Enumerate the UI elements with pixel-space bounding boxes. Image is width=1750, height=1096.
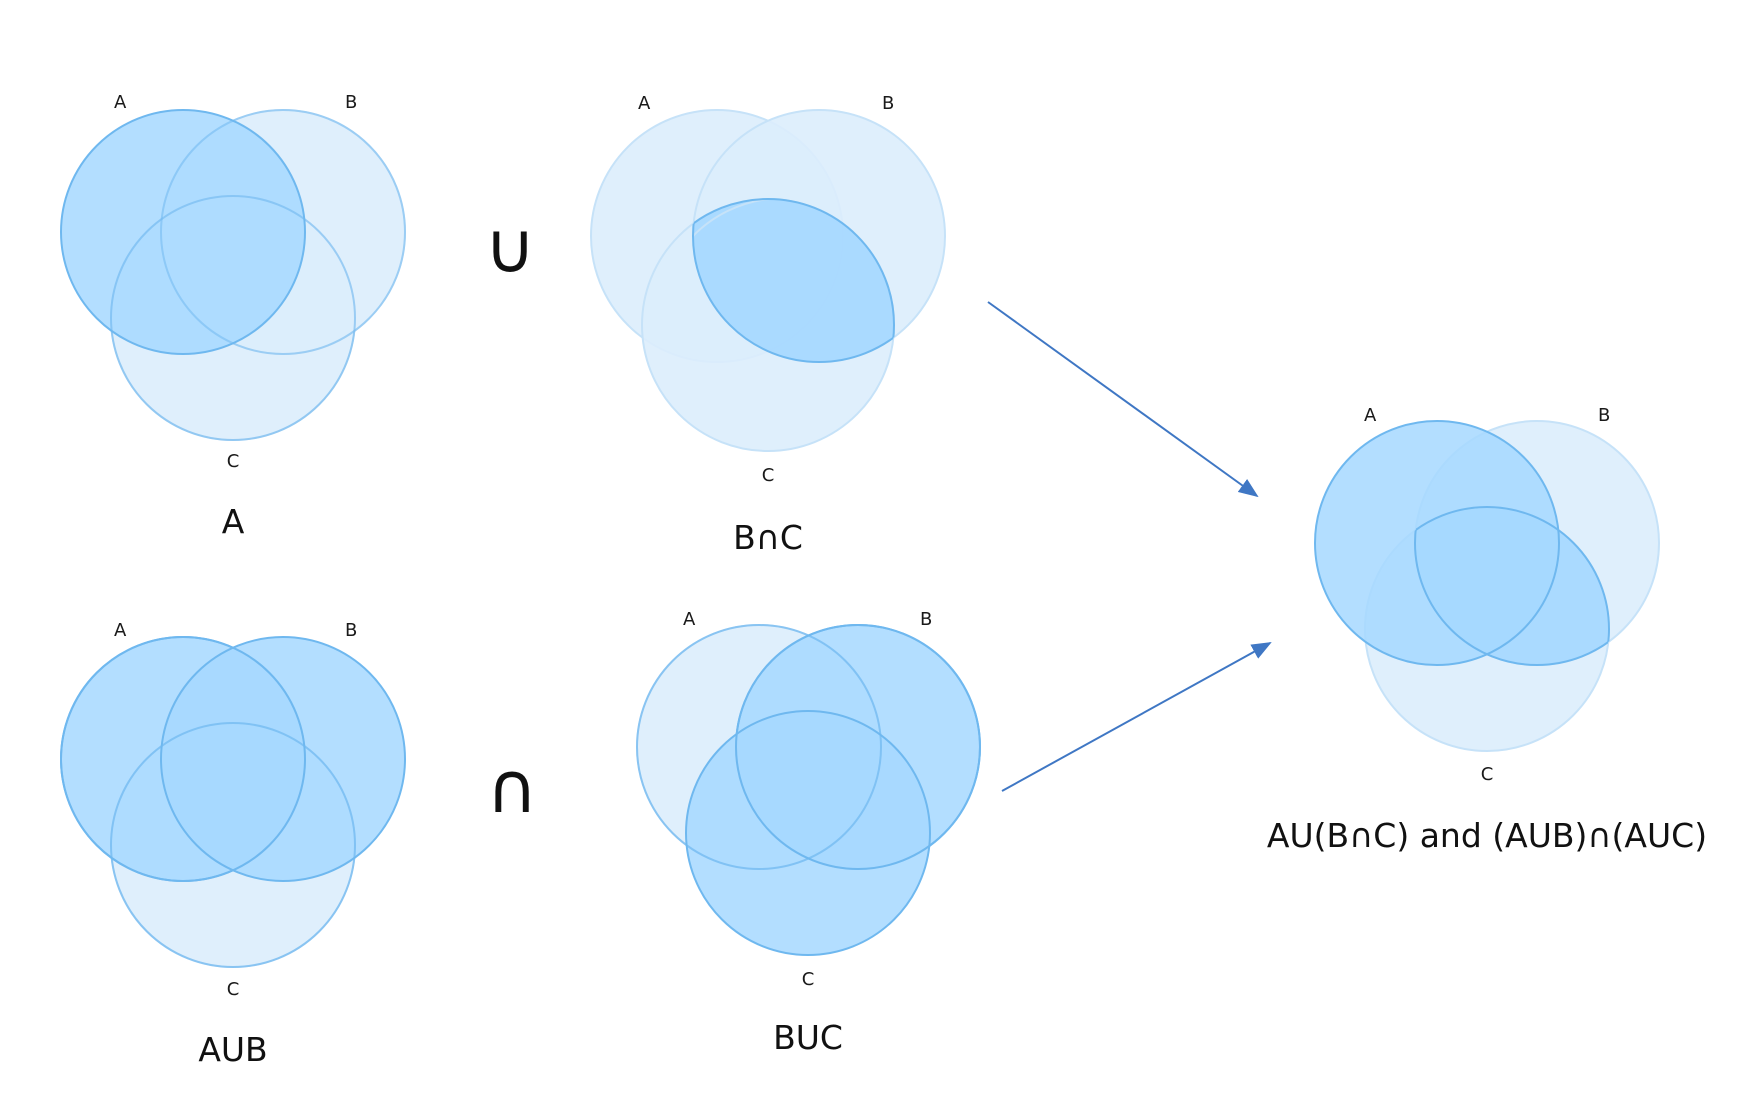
venn-diagram-b-intersect-c: A B C B∩C	[590, 93, 946, 557]
set-label-a: A	[1364, 405, 1377, 426]
region-outline	[693, 198, 895, 362]
circle-c-outline	[110, 195, 356, 441]
intersection-operator: ∩	[486, 747, 537, 829]
circle-b	[160, 636, 406, 882]
venn-diagram-a-union-b: A B C AUB	[60, 620, 406, 1069]
circle-b-outline	[160, 109, 406, 355]
set-label-c: C	[227, 451, 240, 472]
set-label-a: A	[683, 609, 696, 630]
circle-a	[60, 109, 306, 355]
union-operator: ∪	[484, 207, 535, 289]
venn-diagram-result: A B C AU(B∩C) and (AUB)∩(AUC)	[1267, 405, 1707, 855]
region-outline-2	[1414, 507, 1609, 666]
caption-result: AU(B∩C) and (AUB)∩(AUC)	[1267, 816, 1707, 855]
set-label-b: B	[1598, 405, 1610, 426]
set-label-a: A	[114, 620, 127, 641]
set-label-a: A	[114, 92, 127, 113]
set-label-c: C	[802, 969, 815, 990]
circle-c-outline	[110, 722, 356, 968]
set-label-c: C	[227, 979, 240, 1000]
venn-diagram-a: A B C A	[60, 92, 406, 541]
set-label-b: B	[345, 92, 357, 113]
set-label-b: B	[920, 609, 932, 630]
set-label-a: A	[638, 93, 651, 114]
set-label-b: B	[882, 93, 894, 114]
arrow-top	[987, 301, 1259, 498]
region-outline	[1415, 506, 1610, 665]
set-label-c: C	[1481, 764, 1494, 785]
circle-b-outline	[735, 624, 981, 870]
circle-a-outline	[636, 624, 882, 870]
set-label-c: C	[762, 465, 775, 486]
region-b-intersect-c	[693, 199, 894, 362]
circle-a	[1314, 420, 1560, 666]
arrow-bottom	[1001, 642, 1272, 792]
set-label-b: B	[345, 620, 357, 641]
caption-b-intersect-c: B∩C	[733, 518, 803, 557]
caption-b-union-c: BUC	[773, 1018, 843, 1057]
circle-c	[685, 710, 931, 956]
region-outline-2	[692, 199, 894, 363]
caption-a: A	[222, 502, 245, 541]
caption-a-union-b: AUB	[198, 1030, 267, 1069]
venn-diagram-b-union-c: A B C BUC	[636, 609, 981, 1057]
circle-a-outline	[60, 636, 306, 882]
